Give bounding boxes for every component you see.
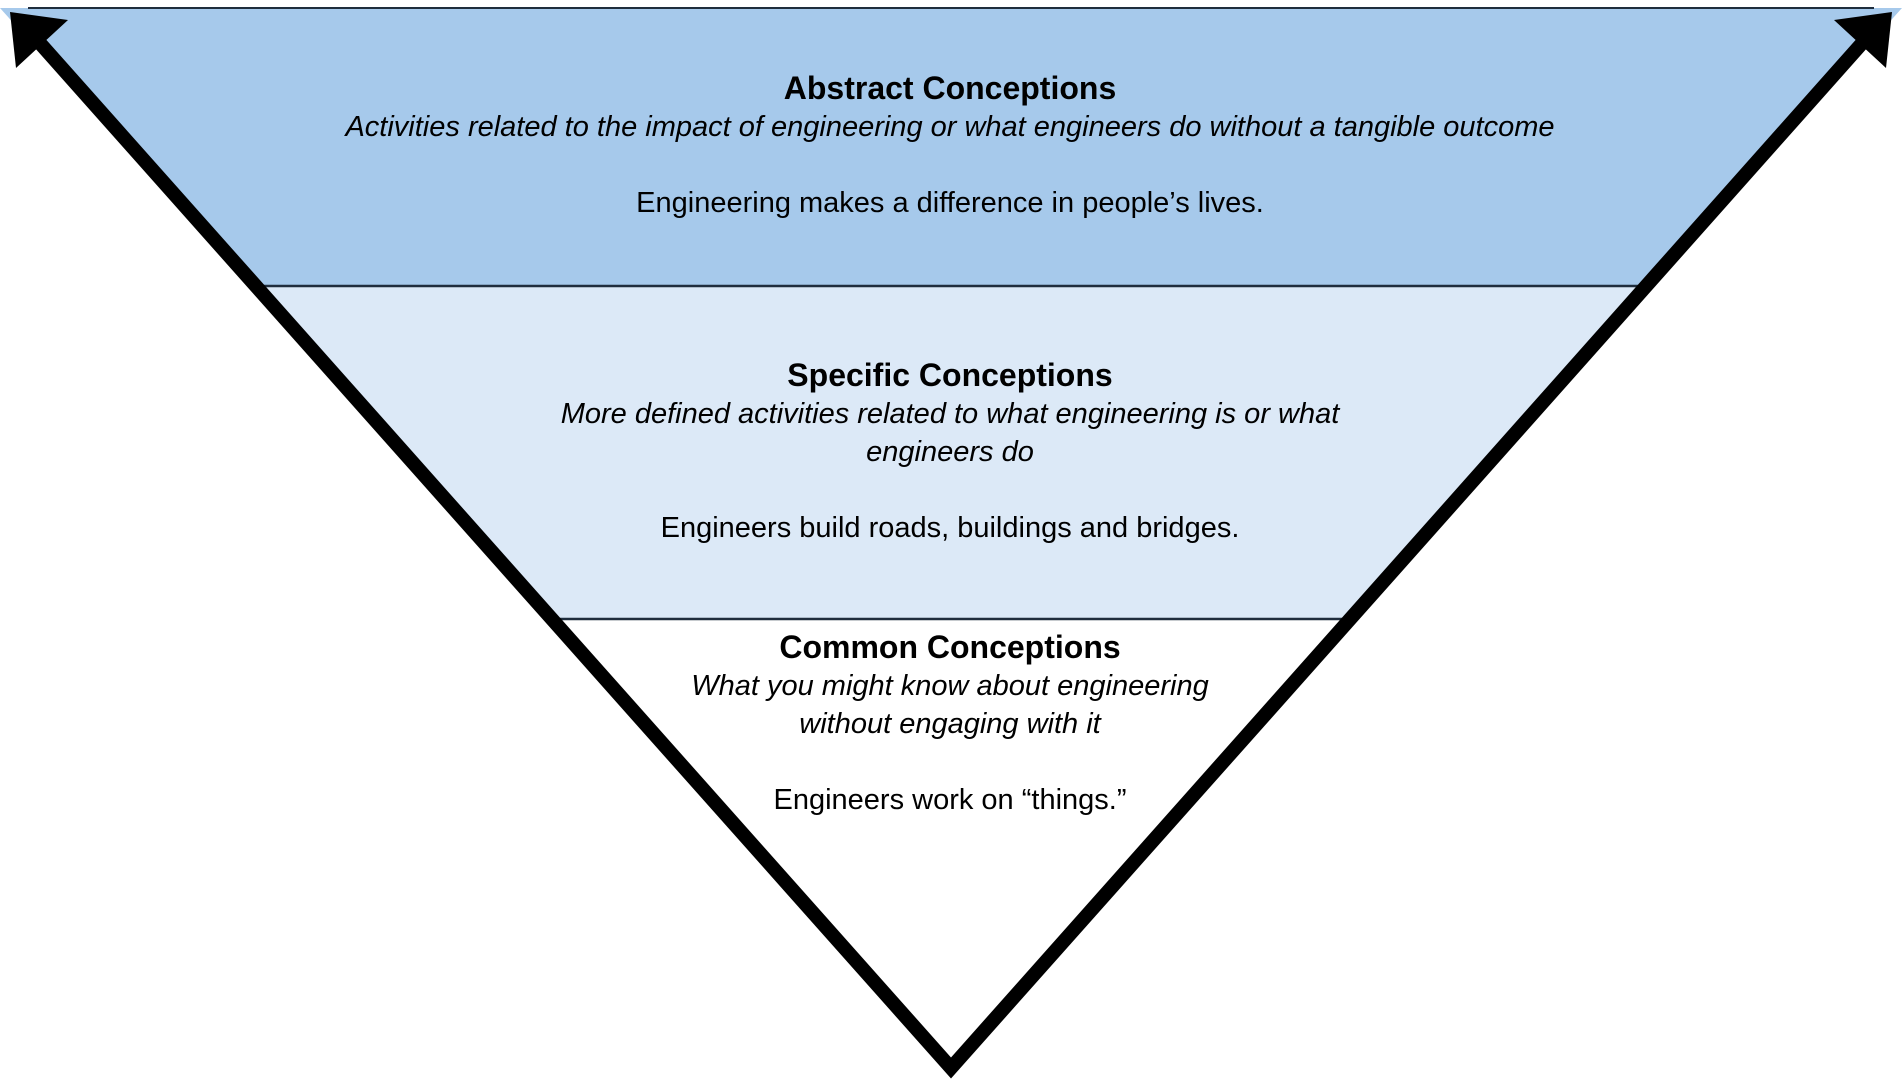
common-tier-title: Common Conceptions — [779, 629, 1121, 665]
abstract-tier-description: Activities related to the impact of engi… — [345, 111, 1555, 143]
abstract-tier-example: Engineering makes a difference in people… — [636, 187, 1264, 219]
abstract-tier-text: Abstract Conceptions Activities related … — [260, 68, 1640, 222]
specific-tier-title: Specific Conceptions — [787, 357, 1113, 393]
abstract-tier-band — [0, 8, 1902, 286]
arrow-head-right-icon — [1834, 12, 1892, 68]
specific-tier-text: Specific Conceptions More defined activi… — [520, 355, 1380, 547]
common-tier-text: Common Conceptions What you might know a… — [680, 627, 1220, 819]
arrow-head-left-icon — [10, 12, 68, 68]
abstract-tier-title: Abstract Conceptions — [783, 70, 1117, 106]
specific-tier-description: More defined activities related to what … — [560, 398, 1340, 468]
specific-tier-example: Engineers build roads, buildings and bri… — [660, 512, 1240, 544]
v-outline-arrow-lines — [24, 27, 1878, 1079]
common-tier-description: What you might know about engineering wi… — [691, 670, 1209, 740]
common-tier-example: Engineers work on “things.” — [773, 784, 1127, 816]
